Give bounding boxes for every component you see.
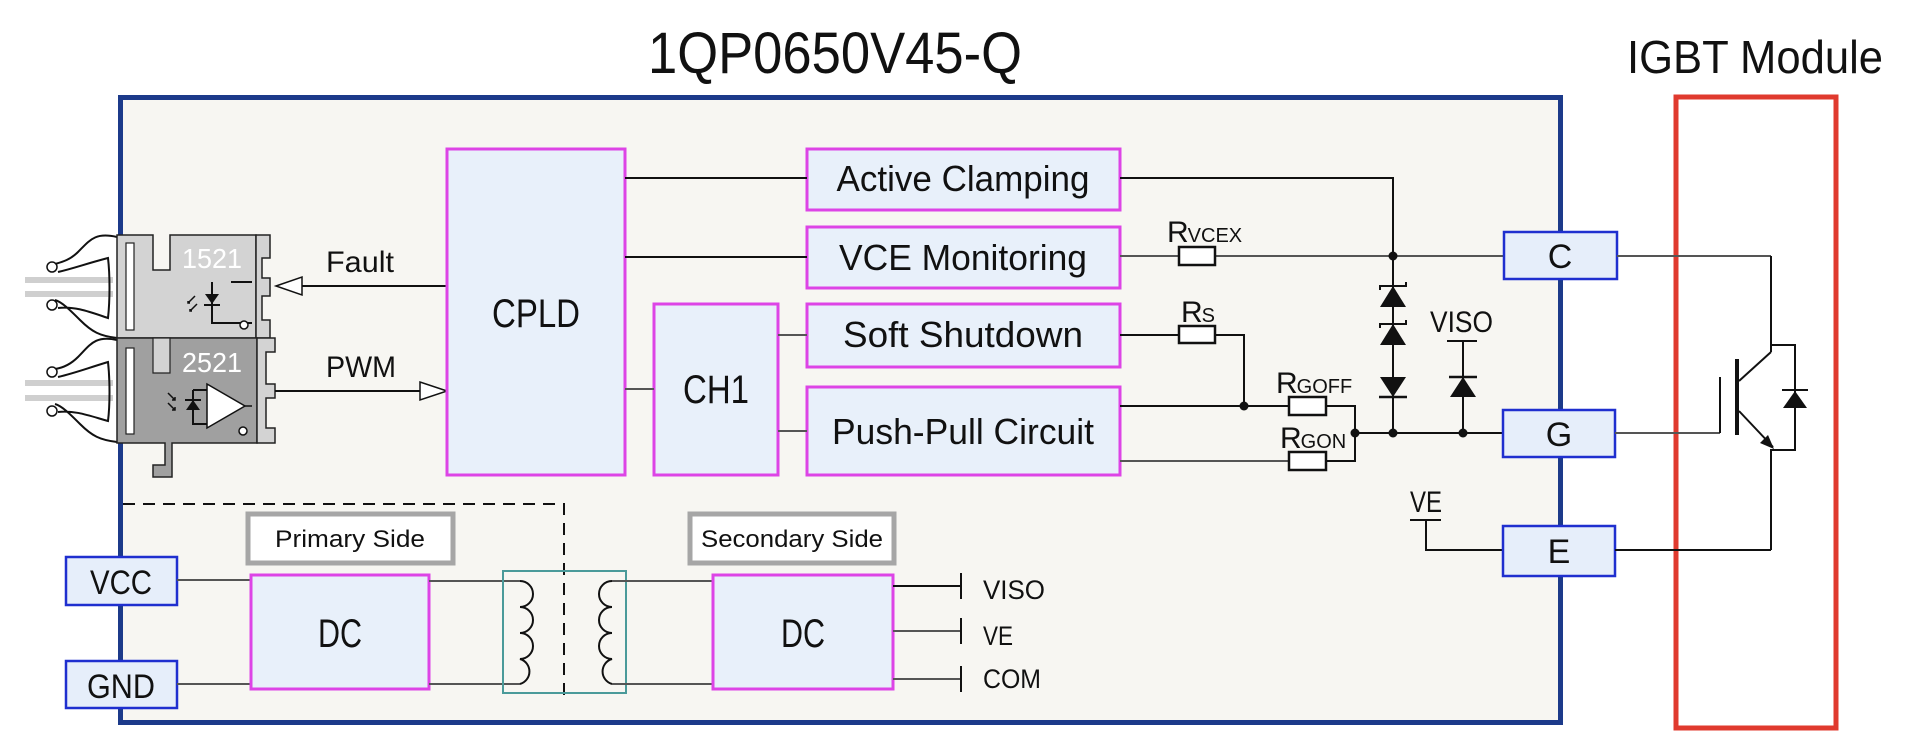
optocoupler-part-number: 2521 <box>182 347 242 378</box>
igbt-module-title: IGBT Module <box>1627 31 1883 83</box>
fault-arrow-icon <box>273 275 303 297</box>
cpld-block <box>445 147 627 477</box>
igbt-transistor-icon <box>1615 255 1808 551</box>
clamp-diode-stack-icon <box>1379 282 1407 399</box>
fiber-line <box>25 277 113 283</box>
clamp-and-gate-network <box>1120 177 1504 462</box>
primary-side-tag <box>245 511 456 566</box>
junction-dot <box>1350 428 1360 438</box>
resistor-rs <box>1177 324 1217 345</box>
junction-dot <box>1458 428 1468 438</box>
pin-vcc <box>64 555 179 607</box>
push-pull-label: Push-Pull Circuit <box>832 411 1094 452</box>
led-icon <box>187 281 252 324</box>
rs-label: RS <box>1181 296 1215 329</box>
pwm-label: PWM <box>326 351 396 384</box>
junction-dot <box>1239 401 1249 411</box>
resistor-rgon <box>1287 450 1328 472</box>
rgon-label: RGON <box>1280 422 1346 455</box>
soft-shutdown-label: Soft Shutdown <box>843 314 1083 355</box>
driver-title: 1QP0650V45-Q <box>648 21 1022 86</box>
pin-c-label: C <box>1548 238 1573 276</box>
junction-dot <box>1388 251 1398 261</box>
isolation-boundary <box>123 503 565 700</box>
pwm-arrow-icon <box>419 380 450 402</box>
connector-hole <box>46 366 58 378</box>
pin-g <box>1501 408 1617 459</box>
optocoupler-part-number: 1521 <box>182 243 242 274</box>
fiber-line <box>25 291 113 297</box>
secondary-dc-label: DC <box>781 612 825 656</box>
active-clamping-label: Active Clamping <box>837 158 1090 199</box>
photodiode-amplifier-icon <box>167 382 252 430</box>
output-viso-label: VISO <box>983 575 1045 605</box>
primary-side-label: Primary Side <box>275 526 425 553</box>
pin-1-marker <box>239 320 249 330</box>
fault-label: Fault <box>326 246 395 279</box>
primary-dc-block <box>249 573 431 691</box>
optocoupler-latch <box>255 234 271 339</box>
pin-gnd-label: GND <box>87 668 155 706</box>
fiber-loop <box>54 337 118 443</box>
pin-g-label: G <box>1546 416 1572 454</box>
active-clamping-block <box>805 147 1122 212</box>
ve-rail-label: VE <box>1410 486 1442 519</box>
fiber-line <box>25 395 113 401</box>
cpld-label: CPLD <box>492 292 580 336</box>
rgoff-label: RGOFF <box>1276 367 1352 400</box>
vce-monitoring-label: VCE Monitoring <box>839 237 1087 278</box>
primary-dc-label: DC <box>318 612 362 656</box>
fiber-loop <box>54 234 118 339</box>
secondary-side-tag <box>687 511 897 566</box>
viso-rail-label: VISO <box>1430 306 1493 339</box>
pin-vcc-label: VCC <box>90 564 152 602</box>
optocoupler-notch <box>152 337 171 374</box>
optocoupler-latch <box>256 337 276 444</box>
rvcex-label: RVCEX <box>1167 216 1242 249</box>
junction-dot <box>1388 428 1398 438</box>
optocoupler-2521: 2521 <box>25 337 276 478</box>
pin-e-label: E <box>1548 533 1571 571</box>
ch1-label: CH1 <box>683 368 749 412</box>
secondary-side-label: Secondary Side <box>701 526 883 553</box>
connector-hole <box>46 261 58 273</box>
ch1-block <box>652 302 780 477</box>
ve-reference-wire <box>1410 519 1503 551</box>
output-ve-label: VE <box>983 621 1013 651</box>
output-com-label: COM <box>983 664 1041 694</box>
optocoupler-1521: 1521 <box>25 234 271 339</box>
vce-monitoring-block <box>805 225 1122 290</box>
viso-diode-icon <box>1449 375 1477 397</box>
optocoupler-slot <box>125 347 135 435</box>
optocoupler-slot <box>125 242 135 331</box>
fiber-line <box>25 380 113 386</box>
connector-hole <box>46 299 58 311</box>
resistor-rgoff <box>1287 395 1328 417</box>
secondary-outputs <box>893 573 962 692</box>
igbt-module-outline <box>1673 94 1839 731</box>
isolation-transformer-icon <box>429 570 713 694</box>
block-wires <box>625 177 807 432</box>
connector-hole <box>46 405 58 417</box>
resistor-rvcex <box>1177 245 1217 267</box>
pin-1-marker <box>238 426 248 436</box>
